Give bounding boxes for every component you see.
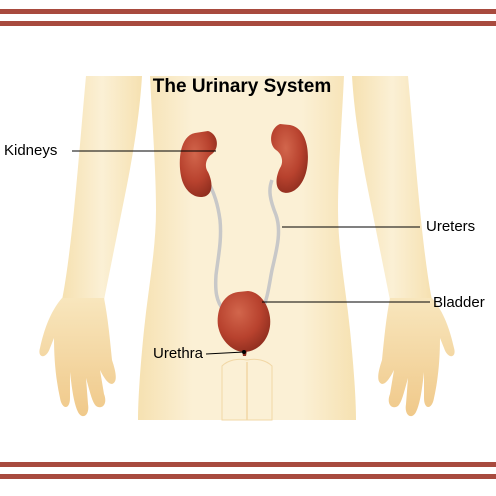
- right-hand: [378, 298, 455, 417]
- right-kidney: [271, 124, 308, 193]
- kidneys-label: Kidneys: [4, 142, 58, 159]
- leader-lines: [72, 150, 430, 355]
- left-ureter: [206, 181, 226, 312]
- right-ureter: [260, 179, 281, 311]
- urethra-label: Urethra: [153, 345, 204, 362]
- bottom-border: [0, 462, 496, 479]
- ureters-label: Ureters: [426, 218, 476, 235]
- bladder: [217, 291, 271, 352]
- right-arm: [352, 76, 432, 300]
- top-border: [0, 9, 496, 26]
- urinary-organs: [179, 124, 308, 356]
- bladder-label: Bladder: [433, 294, 485, 311]
- left-hand: [39, 298, 116, 417]
- urethra-leader: [205, 351, 245, 355]
- left-arm: [62, 76, 142, 300]
- left-kidney: [179, 131, 217, 198]
- body-silhouette: [39, 76, 455, 421]
- diagram-title: The Urinary System: [152, 76, 332, 97]
